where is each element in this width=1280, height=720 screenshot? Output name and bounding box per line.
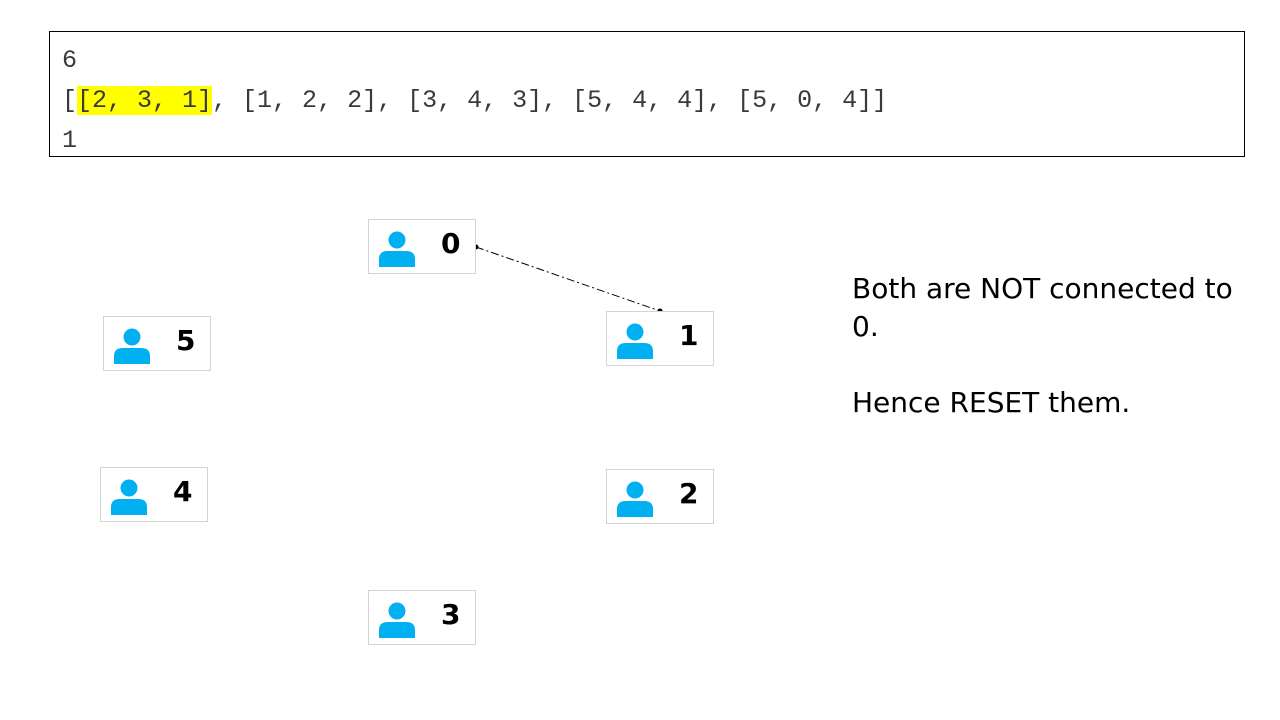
node-label: 0 [441,227,461,260]
edge-0-1 [475,246,661,312]
edges-open-bracket: [ [62,86,78,115]
node-3: 3 [368,590,476,645]
input-code-box: 6 [[2, 3, 1], [1, 2, 2], [3, 4, 3], [5, 4… [49,31,1245,157]
note-spacer [852,346,1252,384]
person-icon [111,479,147,515]
person-icon [114,328,150,364]
node-label: 1 [679,319,699,352]
node-2: 2 [606,469,714,524]
highlighted-edge: [2, 3, 1] [77,86,213,115]
input-line-edges: [[2, 3, 1], [1, 2, 2], [3, 4, 3], [5, 4,… [62,81,1232,121]
node-1: 1 [606,311,714,366]
person-icon [617,323,653,359]
note-line-1: Both are NOT connected to 0. [852,272,1233,343]
node-label: 2 [679,477,699,510]
node-label: 4 [173,475,193,508]
person-icon [379,231,415,267]
node-label: 5 [176,324,196,357]
node-0: 0 [368,219,476,274]
node-label: 3 [441,598,461,631]
node-4: 4 [100,467,208,522]
input-line-k: 1 [62,126,78,155]
remaining-edges: , [1, 2, 2], [3, 4, 3], [5, 4, 4], [5, 0… [212,86,888,115]
node-5: 5 [103,316,211,371]
input-line-n: 6 [62,46,78,75]
person-icon [617,481,653,517]
person-icon [379,602,415,638]
explanation-note: Both are NOT connected to 0. Hence RESET… [852,270,1252,422]
note-line-2: Hence RESET them. [852,386,1131,419]
